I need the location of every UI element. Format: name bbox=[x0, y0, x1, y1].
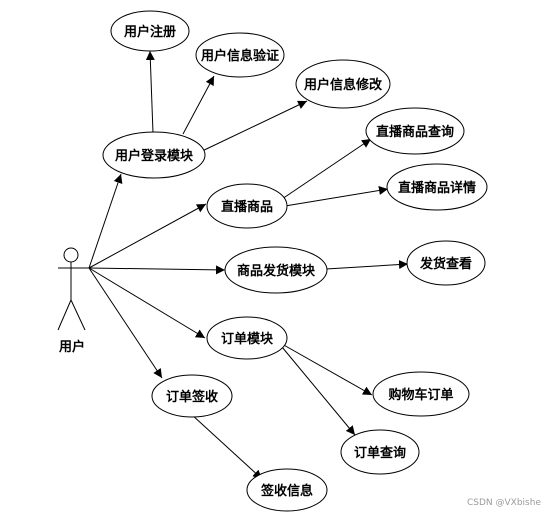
actor-figure: 用户 bbox=[57, 247, 89, 355]
edge-actor-ship-module bbox=[88, 265, 226, 275]
edge-actor-order-module bbox=[88, 267, 206, 339]
edge-sign-info bbox=[190, 413, 263, 480]
usecase-cart-order-label: 购物车订单 bbox=[388, 387, 453, 403]
actor-left-leg bbox=[57, 299, 72, 331]
edge-order-cart bbox=[281, 343, 373, 396]
usecase-sign-info-label: 签收信息 bbox=[260, 483, 313, 499]
edge-live-detail bbox=[284, 186, 389, 207]
usecase-login: 用户登录模块 bbox=[102, 131, 206, 179]
edge-login-info-edit bbox=[197, 100, 308, 154]
usecase-sign-info: 签收信息 bbox=[246, 468, 328, 512]
usecase-register-label: 用户注册 bbox=[123, 24, 176, 40]
usecase-live-query-label: 直播商品查询 bbox=[376, 124, 454, 140]
usecase-ship-module: 商品发货模块 bbox=[224, 246, 328, 294]
edge-ship-view bbox=[325, 260, 409, 270]
actor-head bbox=[63, 247, 79, 263]
edge-login-register bbox=[145, 50, 155, 134]
edge-login-info-verify bbox=[182, 75, 215, 135]
usecase-login-label: 用户登录模块 bbox=[114, 148, 194, 164]
usecase-live-detail: 直播商品详情 bbox=[386, 163, 488, 211]
usecase-live-detail-label: 直播商品详情 bbox=[398, 180, 476, 196]
usecase-order-query: 订单查询 bbox=[340, 429, 420, 475]
actor-label: 用户 bbox=[58, 339, 85, 355]
usecase-order-module-label: 订单模块 bbox=[221, 331, 274, 347]
usecase-ship-view-label: 发货查看 bbox=[419, 256, 472, 272]
watermark: CSDN @VXbishe bbox=[467, 498, 541, 508]
edge-actor-order-sign bbox=[88, 267, 163, 379]
usecase-info-verify: 用户信息验证 bbox=[195, 32, 285, 78]
usecase-live-query: 直播商品查询 bbox=[365, 107, 465, 155]
usecase-cart-order: 购物车订单 bbox=[372, 371, 470, 417]
usecase-order-query-label: 订单查询 bbox=[354, 445, 406, 461]
edge-live-query bbox=[281, 138, 372, 200]
usecase-ship-view: 发货查看 bbox=[406, 240, 486, 286]
usecase-info-edit: 用户信息修改 bbox=[295, 59, 391, 109]
usecase-order-sign-label: 订单签收 bbox=[166, 389, 219, 405]
actor-right-leg bbox=[70, 299, 86, 331]
edge-actor-login bbox=[88, 173, 123, 269]
edge-order-query bbox=[281, 346, 356, 436]
usecase-info-edit-label: 用户信息修改 bbox=[303, 77, 383, 93]
use-cases: 用户注册 用户信息验证 用户信息修改 用户登录模块 直播商品 直播商品查询 直播… bbox=[102, 10, 488, 512]
usecase-info-verify-label: 用户信息验证 bbox=[200, 48, 279, 64]
usecase-register: 用户注册 bbox=[110, 10, 190, 52]
usecase-live-product: 直播商品 bbox=[206, 183, 288, 229]
usecase-live-product-label: 直播商品 bbox=[221, 199, 273, 215]
edges bbox=[88, 50, 409, 480]
edge-actor-live-product bbox=[88, 203, 207, 269]
usecase-order-module: 订单模块 bbox=[206, 316, 288, 360]
usecase-order-sign: 订单签收 bbox=[151, 374, 233, 418]
usecase-ship-module-label: 商品发货模块 bbox=[237, 263, 316, 279]
